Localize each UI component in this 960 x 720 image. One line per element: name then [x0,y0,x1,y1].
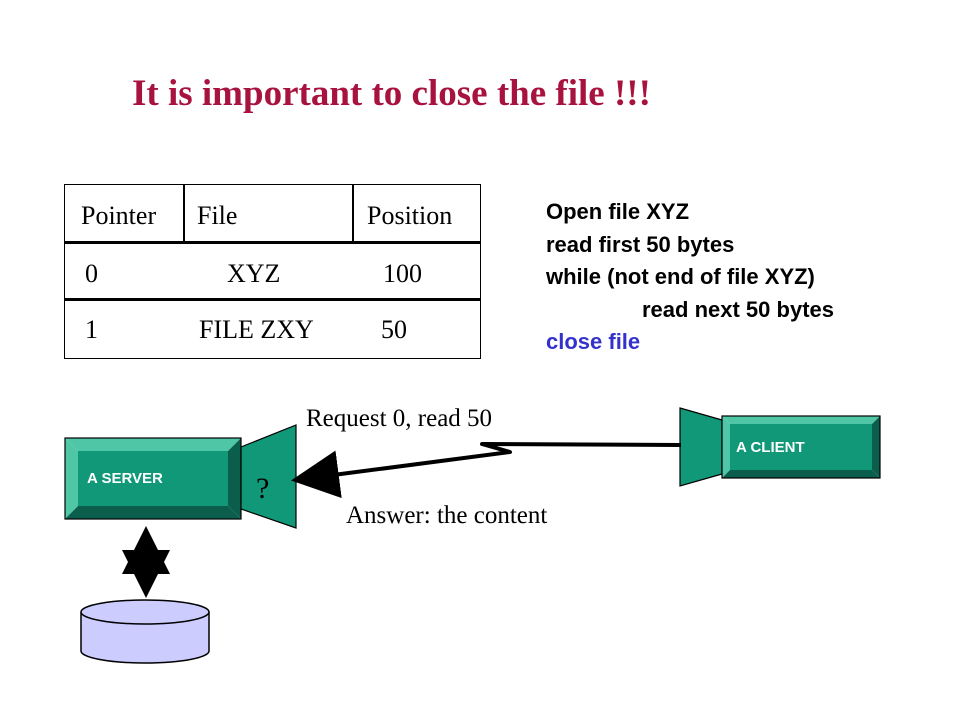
server-port-label: ? [256,472,270,505]
table-row-divider [65,298,480,301]
client-port [679,407,723,487]
client-label: A CLIENT [736,439,805,456]
table-cell: XYZ [227,259,281,288]
table-column-divider [352,185,354,243]
client-box [721,415,881,479]
table-cell: 50 [381,315,407,344]
table-header-pointer: Pointer [81,201,157,230]
pseudo-code: Open file XYZ read first 50 bytes while … [546,196,834,359]
code-line: Open file XYZ [546,199,690,224]
answer-label: Answer: the content [346,502,548,529]
table-cell: 100 [383,259,422,288]
table-column-divider [183,185,185,243]
table-header-file: File [197,201,238,230]
request-label: Request 0, read 50 [306,405,493,432]
server-label: A SERVER [87,470,163,487]
table-cell: FILE ZXY [199,315,314,344]
table-cell: 1 [85,315,98,344]
code-line: read next 50 bytes [642,296,834,322]
page-title: It is important to close the file !!! [132,73,651,114]
disk-icon [80,599,210,664]
server-port [240,424,297,529]
table-header-position: Position [367,201,453,230]
table-cell: 0 [85,259,98,288]
code-line-close-file: close file [546,329,641,354]
table-header-divider [65,241,480,244]
file-pointer-table: Pointer File Position 0 XYZ 100 1 FILE Z… [64,184,481,359]
server-box [64,437,242,520]
code-line: while (not end of file XYZ) [546,264,815,289]
code-line: read first 50 bytes [546,231,735,257]
connection-arrow [291,442,682,499]
